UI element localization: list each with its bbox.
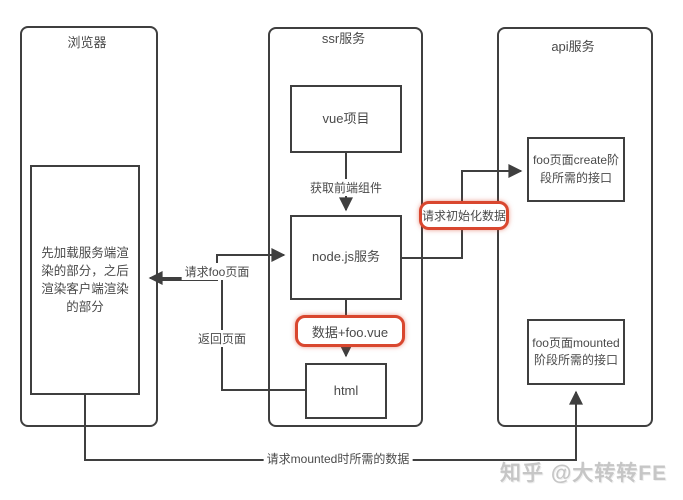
browser-render-note-box: 先加载服务端渲染的部分，之后渲染客户端渲染的部分: [30, 165, 140, 395]
api-create-endpoint-box: foo页面create阶段所需的接口: [527, 137, 625, 202]
highlight-request-init-data: 请求初始化数据: [419, 201, 509, 230]
browser-column-title: 浏览器: [67, 35, 107, 50]
api-column-title: api服务: [551, 39, 595, 54]
highlight-data-plus-foo-vue: 数据+foo.vue: [295, 315, 405, 347]
nodejs-service-box: node.js服务: [290, 215, 402, 300]
html-box: html: [305, 363, 387, 419]
ssr-column-title: ssr服务: [321, 31, 366, 46]
api-mounted-endpoint-box: foo页面mounted阶段所需的接口: [527, 319, 625, 385]
label-return-page: 返回页面: [194, 330, 250, 347]
vue-project-box: vue项目: [290, 85, 402, 153]
label-fetch-components: 获取前端组件: [306, 179, 386, 196]
zhihu-watermark: 知乎 @大转转FE: [500, 462, 668, 485]
label-request-foo-page: 请求foo页面: [181, 263, 253, 280]
label-request-mounted-data: 请求mounted时所需的数据: [263, 450, 413, 467]
